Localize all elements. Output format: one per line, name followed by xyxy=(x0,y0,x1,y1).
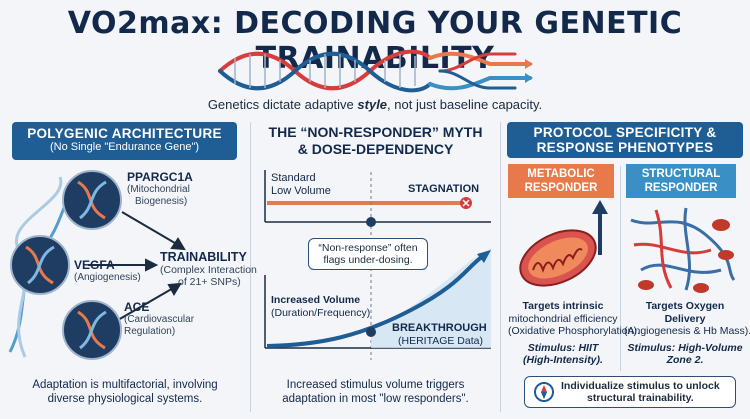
desc-line: (Oxidative Phosphorylation). xyxy=(508,325,640,337)
label-line: (HERITAGE Data) xyxy=(398,335,483,347)
left-caption: Adaptation is multifactorial, involving … xyxy=(0,378,250,406)
protocol-specificity-heading: PROTOCOL SPECIFICITY & RESPONSE PHENOTYP… xyxy=(507,122,743,158)
capillary-network-icon xyxy=(630,207,736,293)
dna-helix-banner-icon xyxy=(218,49,533,93)
column-divider xyxy=(250,122,251,412)
heading-sub: (No Single "Endurance Gene") xyxy=(49,141,200,153)
increased-volume-label: Increased Volume (Duration/Frequency) xyxy=(271,294,370,320)
desc-line: Delivery xyxy=(664,312,706,325)
heading-line: RESPONSE PHENOTYPES xyxy=(536,140,714,155)
caption-line: adaptation in most "low responders". xyxy=(282,393,469,405)
metabolic-responder-header: METABOLIC RESPONDER xyxy=(508,164,614,198)
gene-ace: ACE (Cardiovascular Regulation) xyxy=(124,300,194,338)
breakthrough-label: BREAKTHROUGH (HERITAGE Data) xyxy=(392,322,487,348)
gene-ppargc1a: PPARGC1A (Mitochondrial Biogenesis) xyxy=(127,170,193,208)
polygenic-architecture-heading: POLYGENIC ARCHITECTURE (No Single "Endur… xyxy=(12,122,237,160)
callout-line: “Non-response” often xyxy=(318,242,418,254)
label-line: Standard xyxy=(271,172,316,184)
stimulus-line: Stimulus: High-Volume xyxy=(627,341,743,354)
compass-icon xyxy=(534,382,554,402)
desc-line: (Angiogenesis & Hb Mass). xyxy=(624,325,750,337)
dna-circle-icon xyxy=(62,300,122,360)
callout-line: structural trainability. xyxy=(587,392,694,404)
gene-desc: Regulation) xyxy=(124,326,176,337)
gene-desc: Biogenesis) xyxy=(135,196,188,207)
page-subtitle: Genetics dictate adaptive style, not jus… xyxy=(207,97,543,112)
mitochondrion-icon xyxy=(519,200,608,287)
standard-low-volume-label: Standard Low Volume xyxy=(271,172,331,198)
caption-line: Adaptation is multifactorial, involving xyxy=(32,379,218,391)
gene-vegfa: VEGFA (Angiogenesis) xyxy=(74,258,141,284)
header-line: RESPONDER xyxy=(644,182,718,194)
trainability-desc: of 21+ SNPs) xyxy=(178,276,241,288)
desc-line: mitochondrial efficiency xyxy=(508,312,618,325)
label-line: (Duration/Frequency) xyxy=(271,307,371,319)
heading-main: POLYGENIC ARCHITECTURE xyxy=(27,126,222,141)
stimulus-line: Zone 2. xyxy=(666,354,704,366)
desc-line: Targets Oxygen xyxy=(645,300,725,312)
header-line: STRUCTURAL xyxy=(641,168,721,180)
dna-circle-icon xyxy=(10,235,70,295)
page-title: VO2max: DECODING YOUR GENETIC TRAINABILI… xyxy=(67,6,683,76)
gene-name: PPARGC1A xyxy=(127,170,193,184)
gene-desc: (Angiogenesis) xyxy=(74,272,141,283)
dose-response-chart xyxy=(264,170,491,360)
column-divider xyxy=(500,122,501,412)
gene-name: VEGFA xyxy=(74,258,115,272)
gene-desc: (Mitochondrial xyxy=(127,184,190,195)
desc-line: Targets intrinsic xyxy=(522,300,604,312)
header-line: METABOLIC xyxy=(527,168,595,180)
middle-caption: Increased stimulus volume triggers adapt… xyxy=(251,378,500,406)
structural-responder-header: STRUCTURAL RESPONDER xyxy=(626,164,736,198)
gene-desc: (Cardiovascular xyxy=(124,314,195,325)
heading-line: THE “NON-RESPONDER” MYTH xyxy=(268,124,483,140)
non-responder-heading: THE “NON-RESPONDER” MYTH & DOSE-DEPENDEN… xyxy=(251,124,500,158)
stimulus-line: Stimulus: HIIT xyxy=(527,341,599,354)
header-line: RESPONDER xyxy=(524,182,598,194)
responder-divider xyxy=(620,166,621,371)
callout-line: Individualize stimulus to unlock xyxy=(561,380,720,392)
callout-line: flags under-dosing. xyxy=(323,254,413,266)
heading-line: PROTOCOL SPECIFICITY & xyxy=(533,125,717,140)
structural-description: Targets Oxygen Delivery (Angiogenesis & … xyxy=(624,300,750,367)
metabolic-description: Targets intrinsic mitochondrial efficien… xyxy=(508,300,640,367)
gene-network-diagram xyxy=(8,170,186,360)
label-line: BREAKTHROUGH xyxy=(392,322,487,334)
caption-line: Increased stimulus volume triggers xyxy=(286,379,465,391)
stimulus-line: (High-Intensity). xyxy=(523,354,603,366)
trainability-label: TRAINABILITY xyxy=(160,250,247,264)
label-line: Low Volume xyxy=(271,185,331,197)
gene-name: ACE xyxy=(124,300,150,314)
trainability-desc: (Complex Interaction xyxy=(160,264,257,276)
heading-line: & DOSE-DEPENDENCY xyxy=(297,141,454,157)
label-line: Increased Volume xyxy=(271,294,361,306)
trainability-node: TRAINABILITY (Complex Interaction of 21+… xyxy=(160,250,257,288)
stagnation-label: STAGNATION xyxy=(408,183,480,195)
caption-line: diverse physiological systems. xyxy=(47,393,203,405)
dna-circle-icon xyxy=(62,170,122,230)
